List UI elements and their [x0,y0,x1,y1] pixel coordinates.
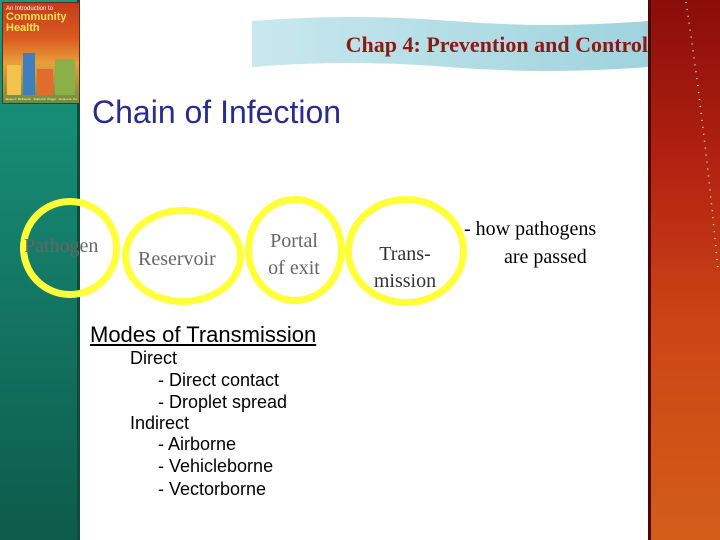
chain-ring-portal [245,196,345,304]
book-title: An Introduction to Community Health [6,6,76,34]
book-cover-image: An Introduction to Community Health Jame… [2,2,80,104]
building-shape [37,69,53,95]
chain-ring-transmission [345,196,467,306]
chain-ring-reservoir [122,207,244,305]
chain-label-portal-line1: Portal [270,230,318,252]
mode-line: Indirect [130,413,190,433]
right-decorative-bar [648,0,720,540]
mode-line: - Droplet spread [158,392,288,412]
chapter-banner [252,17,648,71]
mode-line: - Direct contact [158,370,280,390]
mode-line: - Airborne [158,434,237,454]
book-title-line2: Health [6,22,40,34]
book-title-line1: Community [6,11,67,23]
building-shape [55,59,75,95]
mode-line: - Vehicleborne [158,456,274,476]
chain-label-transmission-line2: mission [373,270,437,292]
chain-label-transmission-line1: Trans- [379,243,431,265]
chapter-title: Chap 4: Prevention and Control [345,32,648,57]
book-authors: James F. McKenzie · Robert R. Pinger · J… [5,97,77,101]
chain-label-transmission: Trans- mission [360,241,450,295]
note-line1: - how pathogens [464,218,597,240]
chain-ring-pathogen [20,198,120,298]
chain-label-reservoir: Reservoir [138,248,216,270]
mode-line: - Vectorborne [158,479,267,499]
building-shape [23,53,35,95]
chain-label-portal-line2: of exit [268,257,320,279]
mode-line: Direct [130,348,178,368]
chain-label-portal: Portal of exit [254,228,334,282]
modes-title: Modes of Transmission [90,322,317,347]
chain-label-pathogen: Pathogen [24,235,99,257]
building-shape [7,65,21,95]
book-subtitle: An Introduction to [6,6,54,12]
slide-title: Chain of Infection [92,94,342,130]
note-line2: are passed [504,246,587,268]
dotted-border-decoration [685,1,719,271]
